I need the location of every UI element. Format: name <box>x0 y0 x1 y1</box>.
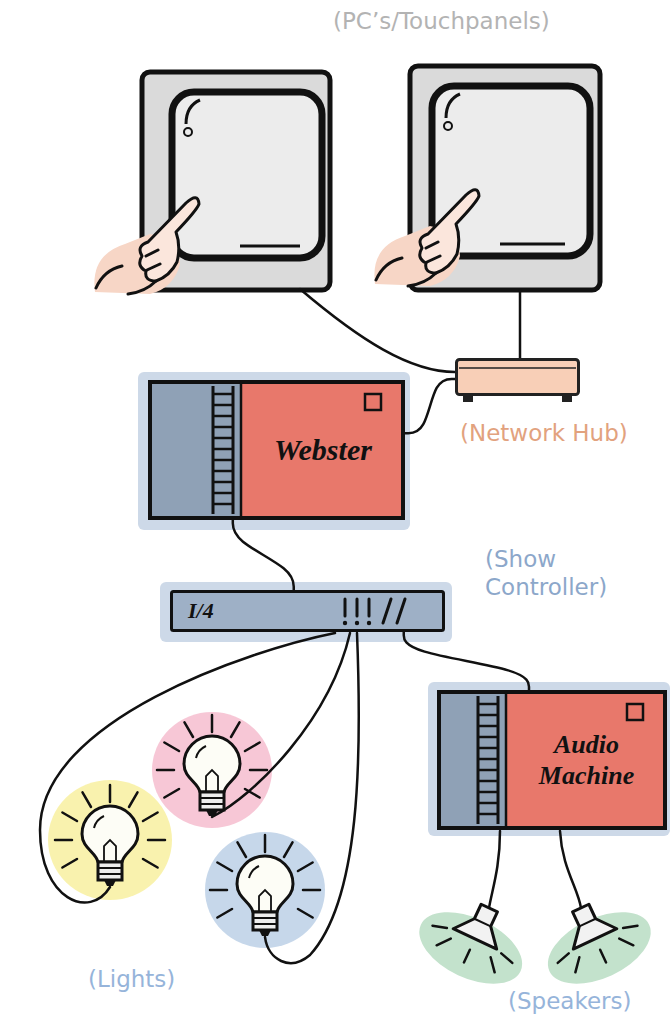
hub-edge <box>459 367 576 369</box>
indicator-mark <box>397 599 405 623</box>
light-cable <box>212 633 350 817</box>
ladder-rung <box>213 492 233 495</box>
machine-body <box>439 692 665 828</box>
speaker-glow <box>408 898 533 999</box>
speaker-glow <box>537 898 662 999</box>
caption-label: (Lights) <box>88 966 175 994</box>
ladder-rung <box>478 714 498 717</box>
speaker-glow <box>537 898 662 999</box>
ladder-rung <box>213 503 233 506</box>
touchpanel-monitor <box>186 100 200 124</box>
hub-foot <box>562 396 572 402</box>
cable-connector <box>233 520 294 590</box>
touchpanel-monitor <box>446 94 460 118</box>
controller-bar: I/4(Show Controller) <box>170 590 445 632</box>
pointing-hand <box>374 190 479 286</box>
caption-label: (PC’s/Touchpanels) <box>333 8 550 36</box>
ladder-rung <box>478 747 498 750</box>
ladder-rung <box>478 725 498 728</box>
server-box: Webster <box>148 380 405 520</box>
network-cable <box>300 289 455 372</box>
pencil-shade <box>428 682 670 836</box>
speaker-horn <box>424 889 529 981</box>
light-bulb <box>210 835 320 936</box>
touchpanel-monitor <box>172 92 322 258</box>
light-glow <box>205 832 325 948</box>
panel-flag <box>627 704 643 720</box>
ladder-rail <box>213 386 233 514</box>
speaker-glow <box>408 898 662 999</box>
ladder-rung <box>213 459 233 462</box>
panel-edge <box>240 382 243 518</box>
node-outline <box>455 358 580 396</box>
touchpanel-monitor <box>240 245 300 248</box>
ladder-rung <box>478 703 498 706</box>
hub-foot <box>463 396 473 402</box>
indicator-dot <box>355 621 359 625</box>
speaker-cable <box>489 831 581 908</box>
audio-box: Audio Machine <box>437 690 667 830</box>
ladder-rail <box>478 696 498 824</box>
light-glow <box>152 712 272 828</box>
ladder-rung <box>213 404 233 407</box>
device-name: Audio Machine <box>531 729 643 791</box>
machine-panel <box>241 384 401 516</box>
machine-body <box>150 382 403 518</box>
node-outline <box>437 690 667 830</box>
light-cable <box>40 633 359 963</box>
network-cable <box>519 290 522 358</box>
touchpanel-monitor <box>444 122 452 130</box>
light-glow <box>48 780 172 900</box>
speaker-cable <box>560 831 581 908</box>
component-caption: (Network Hub) <box>460 420 628 448</box>
component-caption: (Show Controller) <box>485 546 657 601</box>
pencil-shade <box>138 372 410 530</box>
pencil-shade <box>160 582 452 642</box>
ladder-rung <box>213 437 233 440</box>
ladder-rung <box>478 802 498 805</box>
touchpanel-monitor <box>184 128 192 136</box>
light-glow <box>48 712 325 948</box>
ladder-rung <box>213 481 233 484</box>
panel-flag <box>365 394 381 410</box>
indicator-dot <box>367 621 371 625</box>
ladder-rung <box>478 813 498 816</box>
ladder-rung <box>478 736 498 739</box>
speaker-cable <box>489 831 500 908</box>
light-cable <box>265 633 359 963</box>
ladder-rung <box>478 791 498 794</box>
hub-body <box>457 360 579 395</box>
panel-marking: I/4 <box>188 598 214 624</box>
light-bulb <box>55 785 165 886</box>
ladder-rung <box>213 470 233 473</box>
ladder-rung <box>213 415 233 418</box>
indicator-mark <box>356 599 359 616</box>
pencil-shade <box>138 372 670 836</box>
device-name: Webster <box>274 432 372 468</box>
indicator-dot <box>343 621 347 625</box>
speaker-glow <box>408 898 533 999</box>
caption-label: (Speakers) <box>508 988 631 1016</box>
cable-connector <box>405 379 455 433</box>
cable-connector <box>404 632 529 690</box>
light-bulb <box>157 715 267 816</box>
pointing-hand <box>94 198 199 294</box>
controller-body <box>172 592 444 631</box>
ladder-rung <box>213 393 233 396</box>
touchpanel-monitor <box>500 243 565 246</box>
hub-box: (Network Hub) <box>455 358 580 396</box>
ladder-rung <box>478 758 498 761</box>
indicator-mark <box>344 599 347 616</box>
light-cable <box>40 633 335 903</box>
ladder-rung <box>478 769 498 772</box>
ladder-rung <box>478 780 498 783</box>
speaker-horn <box>541 889 646 981</box>
machine-panel <box>506 694 663 826</box>
indicator-mark <box>383 599 391 623</box>
ladder-rung <box>213 448 233 451</box>
ladder-rung <box>213 426 233 429</box>
indicator-mark <box>368 599 371 616</box>
panel-edge <box>505 692 508 828</box>
